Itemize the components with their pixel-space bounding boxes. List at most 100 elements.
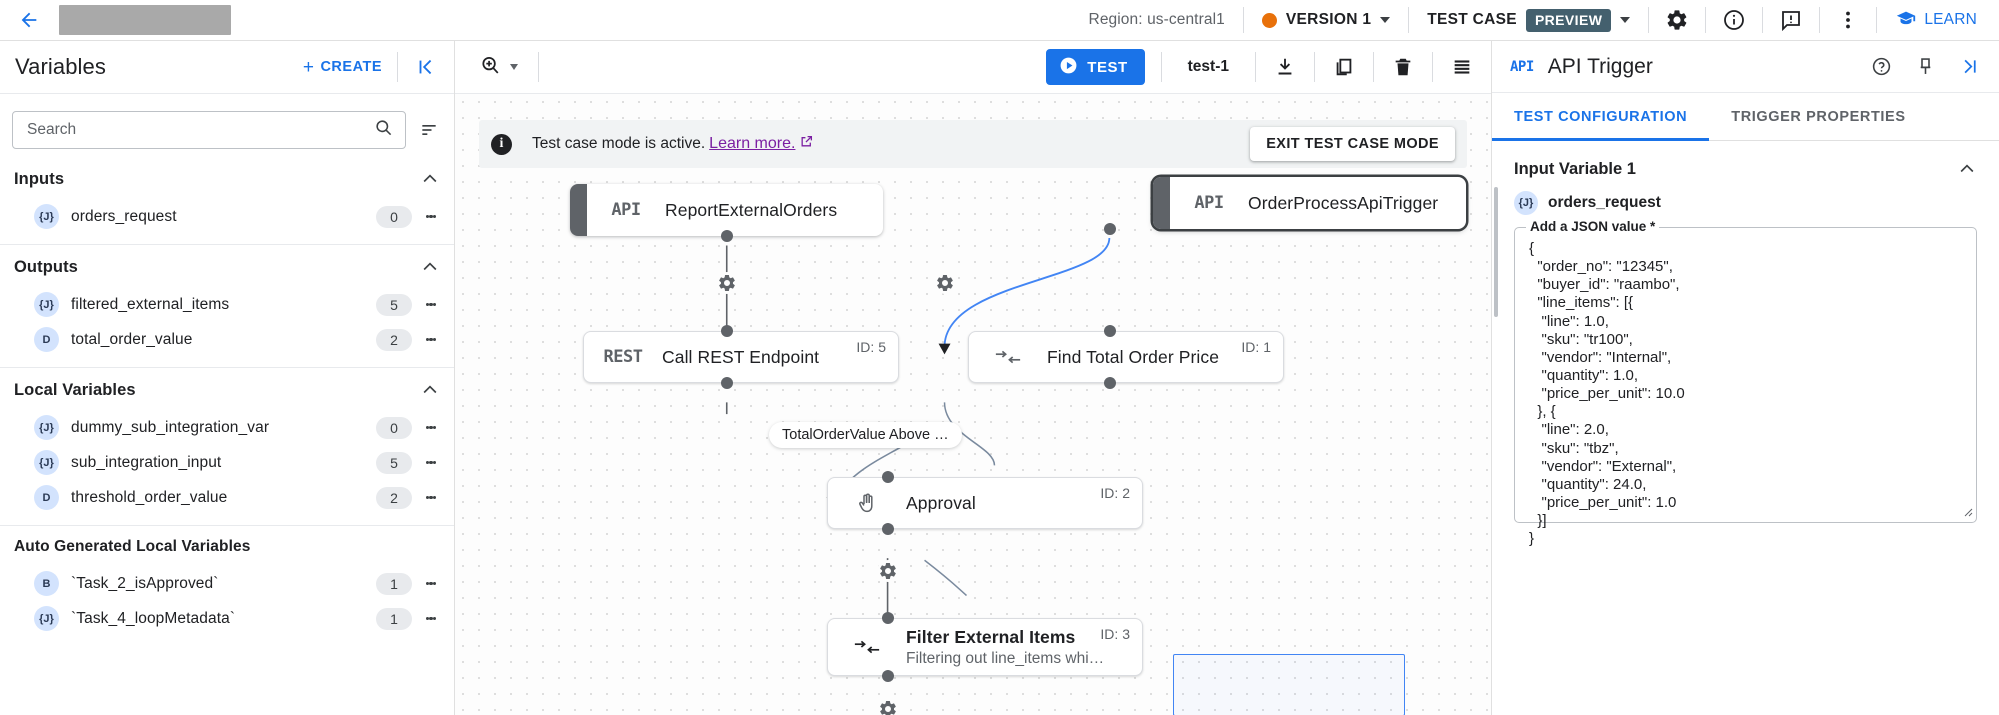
list-item[interactable]: {J} dummy_sub_integration_var 0	[0, 410, 454, 445]
pin-icon[interactable]	[1903, 41, 1947, 93]
group-header-outputs[interactable]: Outputs	[0, 245, 454, 287]
learn-button[interactable]: LEARN	[1877, 7, 1999, 34]
canvas-toolbar: TEST test-1	[455, 41, 1491, 94]
node-output-port[interactable]	[882, 670, 894, 682]
region-display: Region: us-central1	[1071, 0, 1243, 41]
sort-icon[interactable]	[416, 120, 442, 140]
info-icon: i	[491, 133, 512, 155]
variables-scroll-area[interactable]: Inputs {J} orders_request 0	[0, 94, 454, 715]
trash-icon[interactable]	[1374, 41, 1432, 94]
flow-node-filter-external-items[interactable]: Filter External Items Filtering out line…	[827, 618, 1143, 676]
list-item[interactable]: {J} filtered_external_items 5	[0, 287, 454, 322]
more-vert-icon[interactable]	[1820, 0, 1876, 41]
create-variable-button[interactable]: + CREATE	[303, 58, 397, 77]
node-output-port[interactable]	[1104, 377, 1116, 389]
json-value-text[interactable]: { "order_no": "12345", "buyer_id": "raam…	[1529, 240, 1685, 548]
copy-icon[interactable]	[1315, 41, 1373, 94]
more-vert-icon[interactable]	[420, 202, 442, 232]
flow-node-call-rest-endpoint[interactable]: REST Call REST Endpoint ID: 5	[583, 331, 899, 383]
node-body: Approval	[906, 493, 1142, 514]
download-icon[interactable]	[1256, 41, 1314, 94]
more-vert-icon[interactable]	[420, 290, 442, 320]
variables-sidebar: Variables + CREATE	[0, 41, 455, 715]
search-input[interactable]	[25, 120, 374, 140]
resize-handle-icon[interactable]	[1961, 505, 1973, 520]
node-output-port[interactable]	[721, 377, 733, 389]
help-icon[interactable]	[1859, 41, 1903, 93]
flow-node-approval[interactable]: Approval ID: 2	[827, 477, 1143, 529]
input-variable-row[interactable]: {J} orders_request	[1508, 189, 1983, 223]
group-header-local-variables[interactable]: Local Variables	[0, 368, 454, 410]
list-item[interactable]: D total_order_value 2	[0, 322, 454, 357]
feedback-icon[interactable]	[1763, 0, 1819, 41]
node-id-badge: ID: 2	[1100, 485, 1130, 501]
version-selector[interactable]: VERSION 1	[1244, 0, 1408, 41]
canvas-selection-box[interactable]	[1173, 654, 1405, 715]
divider	[1373, 52, 1374, 82]
node-body: Filter External Items Filtering out line…	[906, 627, 1142, 668]
tab-test-configuration[interactable]: TEST CONFIGURATION	[1492, 93, 1710, 141]
group-header-inputs[interactable]: Inputs	[0, 157, 454, 199]
list-item[interactable]: {J} orders_request 0	[0, 199, 454, 234]
learn-more-link[interactable]: Learn more.	[709, 135, 796, 152]
input-variable-section-header[interactable]: Input Variable 1	[1508, 141, 1983, 189]
more-vert-icon[interactable]	[420, 413, 442, 443]
node-input-port[interactable]	[721, 325, 733, 337]
node-input-port[interactable]	[882, 612, 894, 624]
play-icon	[1059, 56, 1078, 79]
external-link-icon	[800, 135, 813, 153]
flow-node-report-external-orders[interactable]: API ReportExternalOrders	[570, 184, 883, 236]
node-output-port[interactable]	[721, 230, 733, 242]
edge-gear-icon[interactable]	[716, 272, 738, 294]
version-label: VERSION 1	[1285, 11, 1372, 28]
panel-scrollbar[interactable]	[1494, 187, 1498, 317]
list-item[interactable]: {J} `Task_4_loopMetadata` 1	[0, 601, 454, 636]
main-body: Variables + CREATE	[0, 41, 1999, 715]
edge-gear-icon[interactable]	[934, 272, 956, 294]
node-input-port[interactable]	[1104, 325, 1116, 337]
edge-gear-icon[interactable]	[877, 698, 899, 715]
more-vert-icon[interactable]	[420, 325, 442, 355]
test-button[interactable]: TEST	[1046, 49, 1145, 85]
node-accent-strip	[570, 184, 587, 236]
more-vert-icon[interactable]	[420, 569, 442, 599]
edge-gear-icon[interactable]	[877, 560, 899, 582]
zoom-control[interactable]	[455, 54, 538, 81]
tab-trigger-properties[interactable]: TRIGGER PROPERTIES	[1709, 93, 1927, 140]
divider	[0, 525, 454, 526]
node-output-port[interactable]	[882, 523, 894, 535]
data-mapping-icon	[828, 637, 906, 657]
collapse-left-icon[interactable]	[398, 41, 454, 94]
panel-title: API Trigger	[1547, 54, 1653, 78]
node-title: OrderProcessApiTrigger	[1248, 192, 1439, 213]
list-item[interactable]: D threshold_order_value 2	[0, 480, 454, 515]
chevron-up-icon	[1957, 159, 1977, 179]
more-vert-icon[interactable]	[420, 604, 442, 634]
node-output-port[interactable]	[1104, 223, 1116, 235]
plus-icon: +	[302, 56, 315, 78]
exit-test-case-mode-button[interactable]: EXIT TEST CASE MODE	[1250, 127, 1455, 161]
api-icon: API	[1510, 58, 1534, 75]
search-box[interactable]	[12, 111, 406, 149]
flow-canvas[interactable]: i Test case mode is active. Learn more. …	[455, 94, 1491, 715]
variable-name: threshold_order_value	[71, 488, 228, 506]
flow-node-order-process-api-trigger[interactable]: API OrderProcessApiTrigger	[1153, 177, 1466, 229]
more-vert-icon[interactable]	[420, 448, 442, 478]
json-value-field[interactable]: Add a JSON value * { "order_no": "12345"…	[1514, 219, 1977, 547]
back-icon[interactable]	[14, 5, 44, 35]
flow-node-find-total-order-price[interactable]: Find Total Order Price ID: 1	[968, 331, 1284, 383]
list-item[interactable]: B `Task_2_isApproved` 1	[0, 566, 454, 601]
more-vert-icon[interactable]	[420, 483, 442, 513]
test-case-selector[interactable]: TEST CASE PREVIEW	[1409, 0, 1648, 41]
rest-icon: REST	[603, 347, 643, 367]
node-input-port[interactable]	[882, 471, 894, 483]
group-header-auto-generated[interactable]: Auto Generated Local Variables	[0, 526, 454, 566]
expand-right-icon[interactable]	[1947, 41, 1991, 93]
info-icon[interactable]	[1706, 0, 1762, 41]
gear-icon[interactable]	[1649, 0, 1705, 41]
list-icon[interactable]	[1433, 41, 1491, 94]
test-case-name[interactable]: test-1	[1187, 58, 1229, 75]
edge-condition-label[interactable]: TotalOrderValue Above …	[769, 422, 962, 448]
list-item[interactable]: {J} sub_integration_input 5	[0, 445, 454, 480]
api-trigger-panel: API API Trigger TEST CONFIGURATION	[1491, 41, 1999, 715]
